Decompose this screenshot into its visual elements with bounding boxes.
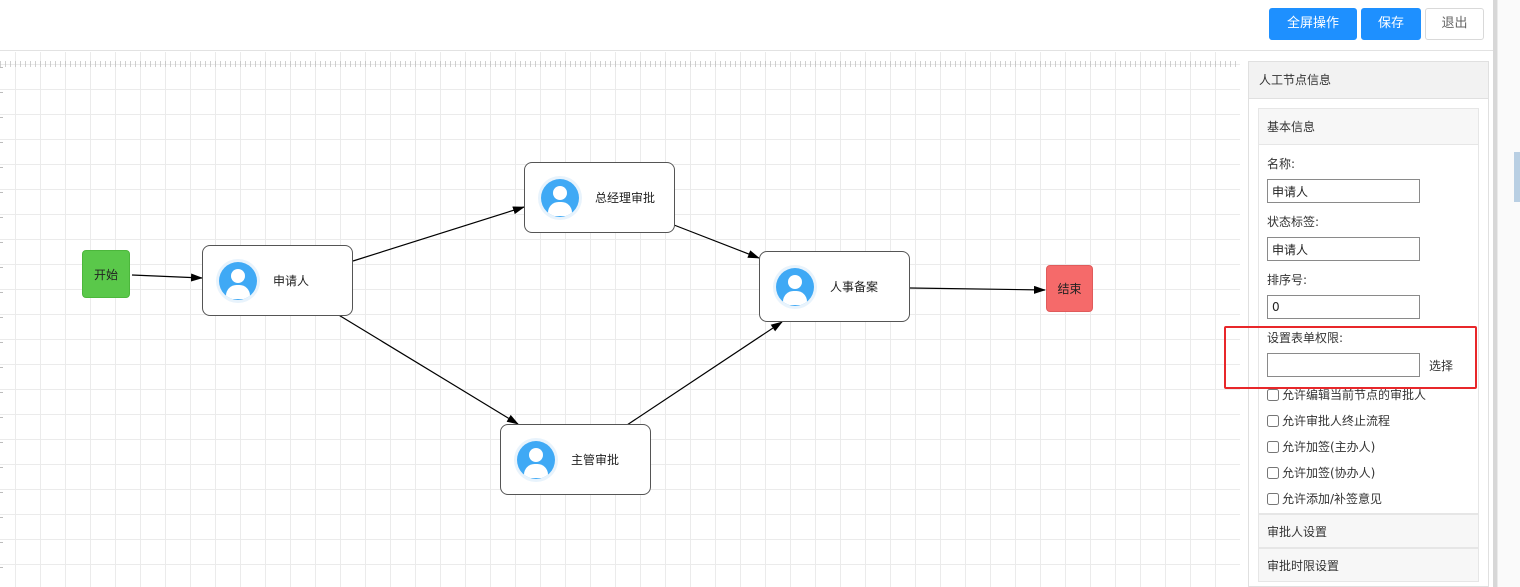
page-scrollbar[interactable] [1497,0,1520,587]
form-permission-input[interactable] [1267,353,1420,377]
task-node-general-manager[interactable]: 总经理审批 [524,162,675,233]
edge-gm-to-hr[interactable] [673,224,760,259]
node-properties-panel: 人工节点信息 基本信息 名称: 状态标签: 排序号: 设置表单权限: 选择 允许… [1248,61,1489,587]
option-checkbox[interactable] [1267,466,1279,479]
task-node-applicant[interactable]: 申请人 [202,245,353,316]
approver-settings-section[interactable]: 审批人设置 [1258,514,1479,548]
name-label: 名称: [1267,157,1296,171]
option-checkbox-row[interactable]: 允许添加/补签意见 [1267,490,1382,507]
order-label: 排序号: [1267,273,1308,287]
panel-title: 人工节点信息 [1249,62,1488,99]
top-toolbar: 全屏操作 保存 退出 [0,0,1497,51]
basic-info-section: 基本信息 名称: 状态标签: 排序号: 设置表单权限: 选择 允许编辑当前节点的… [1258,108,1479,514]
option-label: 允许添加/补签意见 [1282,492,1383,506]
edge-hr-to-end[interactable] [909,285,1046,294]
basic-info-title[interactable]: 基本信息 [1259,109,1478,145]
exit-button[interactable]: 退出 [1425,8,1484,40]
option-checkbox-row[interactable]: 允许加签(协办人) [1267,464,1375,481]
start-node[interactable]: 开始 [82,250,130,298]
edge-applicant-to-supervisor[interactable] [336,313,519,425]
form-permission-label: 设置表单权限: [1267,331,1344,345]
fullscreen-button[interactable]: 全屏操作 [1269,8,1357,40]
name-input[interactable] [1267,179,1420,203]
edge-start-to-applicant[interactable] [131,273,203,282]
user-icon [514,438,558,482]
user-icon [538,176,582,220]
task-node-hr-filing[interactable]: 人事备案 [759,251,910,322]
start-node-label: 开始 [93,267,118,282]
select-button[interactable]: 选择 [1429,359,1454,373]
option-label: 允许编辑当前节点的审批人 [1282,388,1427,402]
flow-connectors [131,206,1046,426]
option-label: 允许加签(协办人) [1282,466,1376,480]
task-node-label: 总经理审批 [595,191,656,205]
edge-applicant-to-gm[interactable] [352,206,525,262]
collapse-handle[interactable] [1514,152,1520,202]
user-icon [773,265,817,309]
task-node-label: 主管审批 [571,453,620,467]
task-node-label: 申请人 [273,274,310,288]
option-checkbox-row[interactable]: 允许审批人终止流程 [1267,412,1390,429]
status-label: 状态标签: [1267,215,1320,229]
option-checkbox-row[interactable]: 允许编辑当前节点的审批人 [1267,386,1426,403]
task-node-label: 人事备案 [830,280,879,294]
option-checkbox-row[interactable]: 允许加签(主办人) [1267,438,1375,455]
option-label: 允许审批人终止流程 [1282,414,1391,428]
end-node[interactable]: 结束 [1046,265,1093,312]
task-node-supervisor[interactable]: 主管审批 [500,424,651,495]
left-ruler [0,67,3,587]
time-limit-settings-section[interactable]: 审批时限设置 [1258,548,1479,582]
order-input[interactable] [1267,295,1420,319]
panel-scrollbar[interactable] [1493,0,1497,587]
top-ruler [0,61,1240,67]
option-label: 允许加签(主办人) [1282,440,1376,454]
end-node-label: 结束 [1057,282,1082,296]
option-checkbox[interactable] [1267,414,1279,427]
option-checkbox[interactable] [1267,388,1279,401]
save-button[interactable]: 保存 [1361,8,1421,40]
edge-supervisor-to-hr[interactable] [626,321,783,426]
option-checkbox[interactable] [1267,440,1279,453]
flow-canvas[interactable]: 开始 申请人 总经理审批 人事备案 主管审批 结束 [0,52,1240,587]
status-tag-input[interactable] [1267,237,1420,261]
option-checkbox[interactable] [1267,492,1279,505]
user-icon [216,259,260,303]
